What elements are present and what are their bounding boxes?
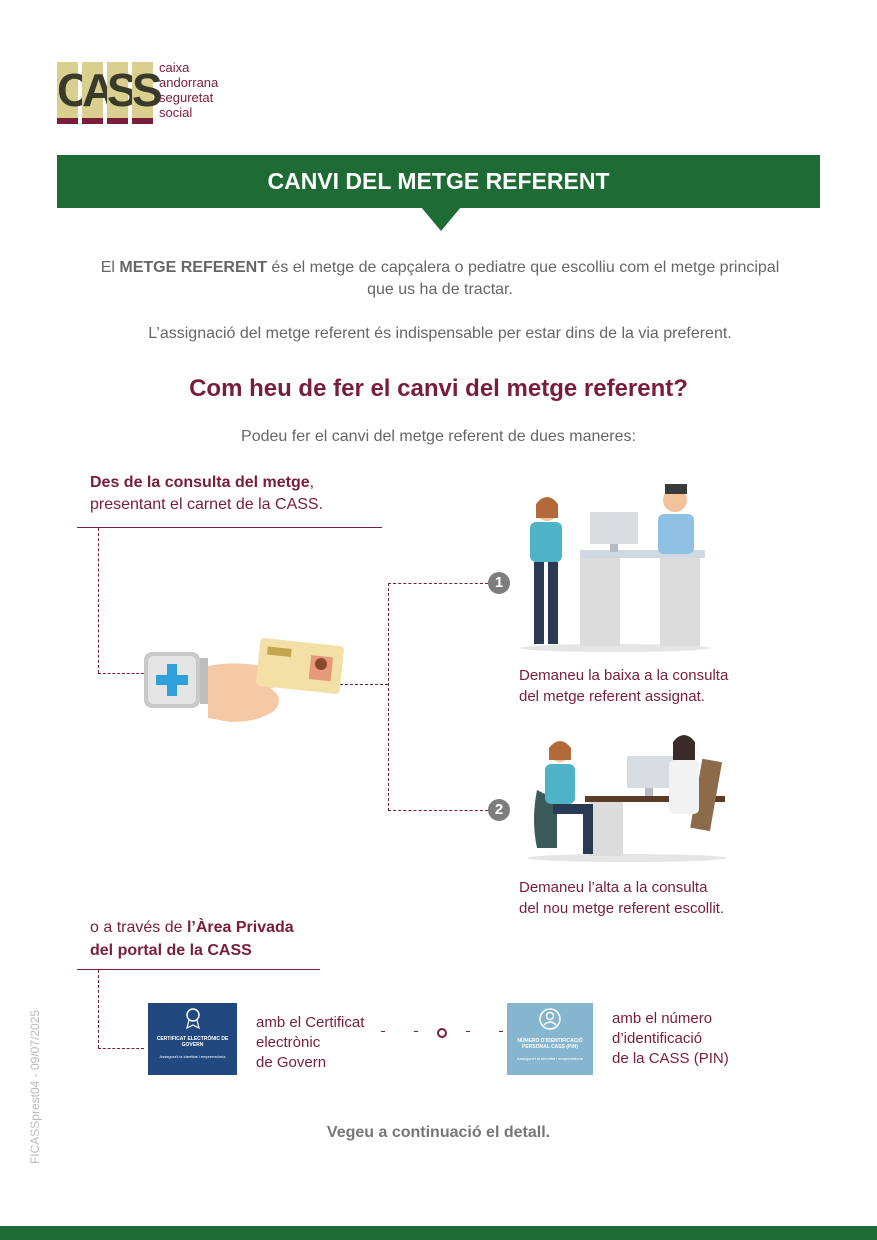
- document-code: FICASSprest04 - 09/07/2025: [28, 1009, 42, 1165]
- card-title: NÚMERO D'IDENTIFICACIÓ PERSONAL CASS (PI…: [517, 1038, 583, 1050]
- logo-letter-c: C: [57, 62, 90, 124]
- intro-bold: METGE REFERENT: [119, 259, 267, 276]
- method2-bold2: del portal de la CASS: [90, 942, 252, 959]
- connector: [340, 684, 388, 685]
- pin-card: NÚMERO D'IDENTIFICACIÓ PERSONAL CASS (PI…: [507, 1003, 593, 1075]
- logo-line: social: [159, 105, 193, 120]
- logo-line: caixa: [159, 60, 190, 75]
- footer-note: Vegeu a continuació el detall.: [326, 1124, 551, 1141]
- connector: [98, 673, 144, 674]
- logo-line: seguretat: [159, 90, 214, 105]
- certificate-option-text: amb el Certificat electrònic de Govern: [256, 1013, 364, 1073]
- option-line: electrònic: [256, 1034, 321, 1051]
- option-line: de la CASS (PIN): [612, 1050, 729, 1067]
- logo-text: caixa andorrana seguretat social: [159, 60, 218, 120]
- connector: [388, 583, 488, 584]
- hand-card-illustration: [144, 638, 344, 722]
- intro-pre: El: [100, 259, 120, 276]
- method2-bold1: l’Àrea Privada: [186, 919, 294, 936]
- connector: [98, 528, 99, 673]
- intro-paragraph: El METGE REFERENT és el metge de capçale…: [90, 257, 790, 301]
- separator-dash: [499, 1031, 503, 1032]
- step2-caption: Demaneu l’alta a la consulta del nou met…: [519, 877, 724, 919]
- method1-bold: Des de la consulta del metge: [90, 474, 310, 491]
- card-title: CERTIFICAT ELECTRÒNIC DE GOVERN: [156, 1036, 229, 1048]
- caption-line: del metge referent assignat.: [519, 688, 705, 705]
- caption-line: Demaneu la baixa a la consulta: [519, 667, 729, 684]
- doctor-office-illustration: [527, 735, 727, 862]
- step-number-1: 1: [488, 572, 510, 594]
- divider: [77, 527, 382, 528]
- doctor-desk-illustration: [520, 484, 710, 652]
- step1-caption: Demaneu la baixa a la consulta del metge…: [519, 665, 728, 707]
- method1-comma: ,: [309, 474, 315, 491]
- or-text: o: [439, 1030, 440, 1031]
- separator-dash: [381, 1031, 385, 1032]
- logo-letter-a: A: [82, 62, 115, 124]
- user-icon: [539, 1008, 561, 1030]
- option-line: amb el Certificat: [256, 1014, 365, 1031]
- page-title-banner: CANVI DEL METGE REFERENT: [57, 155, 820, 208]
- pin-option-text: amb el número d’identificació de la CASS…: [612, 1009, 729, 1069]
- or-circle: o: [437, 1028, 447, 1038]
- connector: [388, 583, 389, 811]
- logo-line: andorrana: [159, 75, 219, 90]
- method1-line2: presentant el carnet de la CASS.: [90, 496, 324, 513]
- connector: [98, 1048, 144, 1049]
- section-subheading: Podeu fer el canvi del metge referent de…: [241, 428, 636, 445]
- method2-title: o a través de l’Àrea Privada del portal …: [90, 916, 294, 962]
- banner-arrow-icon: [421, 207, 461, 231]
- separator-dash: [466, 1031, 470, 1032]
- separator-dash: [414, 1031, 418, 1032]
- method2-pre: o a través de: [90, 919, 187, 936]
- logo-letter-s2: S: [132, 62, 163, 124]
- logo-letter-s1: S: [107, 62, 138, 124]
- option-line: de Govern: [256, 1054, 327, 1071]
- intro-line2: L’assignació del metge referent és indis…: [148, 325, 732, 342]
- method1-title: Des de la consulta del metge, presentant…: [90, 472, 323, 516]
- option-line: amb el número: [612, 1010, 713, 1027]
- card-subtitle: Assegura't la identitat i emprenedoria: [159, 1054, 226, 1059]
- medal-icon: [185, 1008, 200, 1030]
- caption-line: del nou metge referent escollit.: [519, 900, 725, 917]
- card-subtitle: Assegura't la identitat i emprenedoria: [517, 1056, 583, 1061]
- step-number-2: 2: [488, 799, 510, 821]
- caption-line: Demaneu l’alta a la consulta: [519, 879, 708, 896]
- certificate-card: CERTIFICAT ELECTRÒNIC DE GOVERN Assegura…: [148, 1003, 237, 1075]
- bottom-bar: [0, 1226, 877, 1240]
- divider: [77, 969, 320, 970]
- connector: [388, 810, 488, 811]
- intro-post: és el metge de capçalera o pediatre que …: [266, 259, 780, 298]
- section-heading: Com heu de fer el canvi del metge refere…: [189, 375, 688, 402]
- connector: [98, 970, 99, 1048]
- cass-logo: C A S S caixa andorrana seguretat social: [57, 60, 227, 124]
- option-line: d’identificació: [612, 1030, 703, 1047]
